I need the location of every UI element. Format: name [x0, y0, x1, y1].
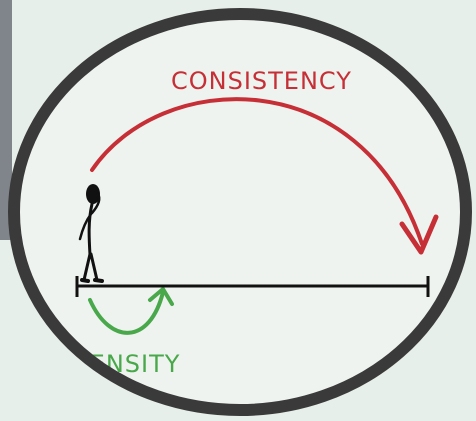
left-edge-panel [0, 0, 12, 240]
intensity-arrow [88, 290, 165, 335]
consistency-arrowhead [399, 214, 439, 255]
stick-figure-icon [78, 184, 104, 283]
consistency-label: CONSISTENCY [171, 67, 352, 95]
intensity-arrowhead [148, 287, 174, 306]
oval-frame-outline [8, 8, 472, 416]
consistency-arrow [90, 97, 424, 246]
